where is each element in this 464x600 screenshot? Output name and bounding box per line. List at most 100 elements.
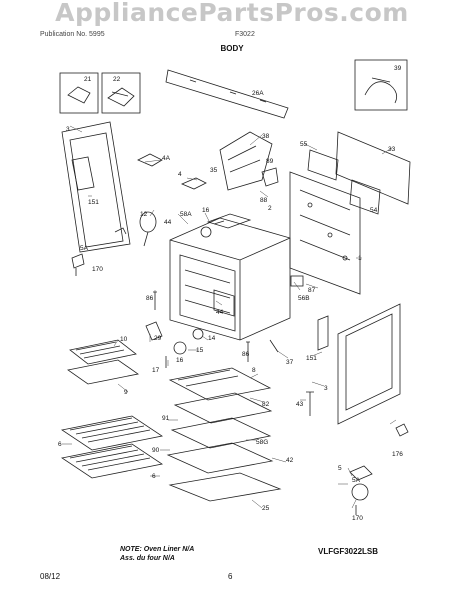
callout-5A-left: 5A xyxy=(80,245,89,252)
part-54 xyxy=(349,179,381,215)
footer-page-number: 6 xyxy=(228,572,233,581)
callout-14: 14 xyxy=(208,335,216,342)
callout-10: 10 xyxy=(120,336,128,343)
back-wall-hole xyxy=(307,202,313,208)
broil-pan-grid-lines xyxy=(75,341,125,359)
callout-15: 15 xyxy=(196,347,204,354)
oven-rack-guides xyxy=(184,269,231,314)
callout-58A: 58A xyxy=(180,211,192,218)
oven-rack-lower-wires xyxy=(69,445,151,471)
part-26A-rail xyxy=(165,69,289,119)
part-14 xyxy=(192,328,204,340)
part-5A-left xyxy=(71,253,85,276)
back-wall-hole xyxy=(327,232,333,238)
part-22 xyxy=(107,87,135,107)
callout-39: 39 xyxy=(394,65,402,72)
back-wall xyxy=(289,171,361,295)
callout-2: 2 xyxy=(268,205,272,212)
part-58A-top xyxy=(206,213,252,229)
callout-54: 54 xyxy=(370,207,378,214)
callout-29: 29 xyxy=(154,335,162,342)
rear-upper-panel xyxy=(335,131,411,205)
callout-44-top: 44 xyxy=(164,219,172,226)
callout-22: 22 xyxy=(113,76,121,83)
callout-42: 42 xyxy=(286,457,294,464)
note: NOTE: Oven Liner N/A Ass. du four N/A xyxy=(120,545,194,563)
callout-16-top: 16 xyxy=(202,207,210,214)
callout-5-right: 5 xyxy=(338,465,342,472)
side-panel-left-inner xyxy=(69,132,124,248)
callout-89: 89 xyxy=(266,158,274,165)
callout-44-mid: 44 xyxy=(216,309,224,316)
model-number: VLFGF3022LSB xyxy=(318,547,379,556)
callout-91: 91 xyxy=(162,415,170,422)
part-16-bottom xyxy=(173,341,187,355)
callout-176: 176 xyxy=(392,451,403,458)
oven-bottom-lines xyxy=(177,369,239,387)
inset-box-22 xyxy=(101,72,141,114)
part-5A-right xyxy=(351,483,369,501)
callout-82: 82 xyxy=(262,401,270,408)
callout-25: 25 xyxy=(262,505,270,512)
callout-55: 55 xyxy=(300,141,308,148)
callout-17: 17 xyxy=(152,367,160,374)
oven-cavity xyxy=(179,254,236,332)
watermark: AppliancePartsPros.com xyxy=(55,0,409,27)
part-151-left xyxy=(71,156,95,191)
callout-8: 8 xyxy=(252,367,256,374)
part-176 xyxy=(395,423,409,437)
note-line-2: Ass. du four N/A xyxy=(120,555,175,562)
inset-box-21 xyxy=(59,72,99,114)
part-4A xyxy=(137,153,163,167)
note-line-1: NOTE: Oven Liner N/A xyxy=(120,546,195,553)
part-39-wire xyxy=(364,77,398,104)
callout-3: 3 xyxy=(66,126,70,133)
footer-date: 08/12 xyxy=(40,572,61,581)
callout-6-upper: 6 xyxy=(58,441,62,448)
callout-151-left: 151 xyxy=(88,199,99,206)
callout-38: 38 xyxy=(262,133,270,140)
callout-21: 21 xyxy=(84,76,92,83)
section-title: BODY xyxy=(220,44,244,53)
callout-43: 43 xyxy=(296,401,304,408)
callout-6-lower: 6 xyxy=(152,473,156,480)
callout-170-left: 170 xyxy=(92,266,103,273)
back-wall-ribs xyxy=(299,189,351,261)
inset-box-39 xyxy=(354,59,408,111)
vent-duct-38 xyxy=(219,131,273,191)
callout-4A: 4A xyxy=(162,155,171,162)
part-89 xyxy=(261,167,279,187)
part-55 xyxy=(307,149,339,181)
oven-body-outer xyxy=(169,217,291,341)
callout-170-right: 170 xyxy=(352,515,363,522)
side-panel-right-inner xyxy=(345,313,393,411)
callout-151-right: 151 xyxy=(306,355,317,362)
part-42 xyxy=(166,442,274,474)
callout-12: 12 xyxy=(140,211,148,218)
header-publication: Publication No. 5995 xyxy=(40,31,105,38)
callout-1: 1 xyxy=(358,255,362,262)
part-82 xyxy=(173,392,273,424)
callout-86-left: 86 xyxy=(146,295,154,302)
callout-37: 37 xyxy=(286,359,294,366)
callout-4: 4 xyxy=(178,171,182,178)
oven-rack-upper xyxy=(60,415,164,451)
callout-3-right: 3 xyxy=(324,385,328,392)
part-5-right xyxy=(349,465,373,481)
part-21 xyxy=(67,86,91,104)
callout-16-bottom: 16 xyxy=(176,357,184,364)
callout-90: 90 xyxy=(152,447,160,454)
side-panel-right xyxy=(337,303,401,425)
callout-33: 33 xyxy=(388,146,396,153)
part-25 xyxy=(168,472,282,502)
back-wall-hole xyxy=(342,255,348,261)
part-4 xyxy=(180,177,207,190)
oven-rack-upper-wires xyxy=(69,417,151,443)
part-12-stem xyxy=(143,231,149,247)
part-43 xyxy=(306,391,314,416)
callout-26A: 26A xyxy=(252,90,264,97)
part-5-bracket xyxy=(114,227,127,235)
oven-window xyxy=(213,289,235,317)
broil-pan-bottom xyxy=(67,359,139,385)
